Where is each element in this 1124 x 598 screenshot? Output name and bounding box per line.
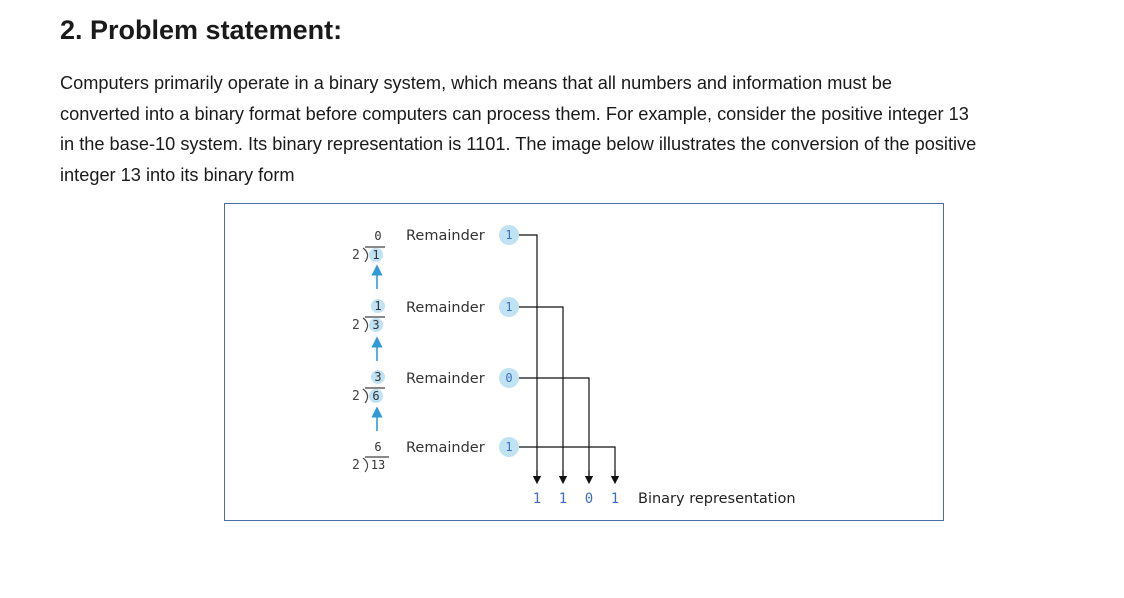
binary-digit: 1 (611, 491, 619, 507)
connector-line (519, 446, 616, 476)
paragraph-line: in the base-10 system. Its binary repres… (60, 134, 977, 154)
quotient: 3 (374, 370, 381, 384)
division-bracket (362, 317, 369, 333)
remainder-label: Remainder (406, 300, 485, 316)
paragraph-line: Computers primarily operate in a binary … (60, 73, 892, 93)
quotient-bubble (371, 370, 385, 384)
remainder-label: Remainder (406, 440, 485, 456)
divisor: 2 (352, 458, 360, 473)
division-bracket (362, 457, 369, 473)
paragraph-line: converted into a binary format before co… (60, 103, 969, 124)
dividend: 3 (372, 318, 379, 332)
connector-line (519, 306, 564, 476)
division-bracket (362, 388, 369, 404)
remainder-digit: 1 (505, 228, 512, 242)
remainder-digit: 1 (505, 440, 512, 454)
remainder-bubble (499, 437, 519, 457)
paragraph-line: integer 13 into its binary form (60, 164, 295, 185)
division-diagram: 2 1 0 Remainder 1 2 3 1 Remainder 1 2 (352, 225, 796, 507)
dividend-bubble (369, 318, 383, 332)
divisor: 2 (352, 248, 360, 263)
dividend: 1 (372, 248, 379, 262)
remainder-connectors (519, 234, 616, 476)
divisor: 2 (352, 318, 360, 333)
dividend: 6 (372, 389, 379, 403)
binary-digit: 1 (533, 491, 541, 507)
division-step: 2 6 3 Remainder 0 (352, 368, 519, 404)
dividend: 13 (371, 458, 385, 472)
remainder-digit: 1 (505, 300, 512, 314)
binary-digit: 0 (585, 491, 593, 507)
binary-digit: 1 (559, 491, 567, 507)
remainder-bubble (499, 368, 519, 388)
section-heading: 2. Problem statement: (60, 15, 343, 45)
dividend-bubble (369, 248, 383, 262)
division-step: 2 1 0 Remainder 1 (352, 225, 519, 263)
remainder-bubble (499, 225, 519, 245)
division-step: 2 3 1 Remainder 1 (352, 297, 519, 333)
remainder-digit: 0 (505, 371, 512, 385)
quotient: 1 (374, 299, 381, 313)
binary-result: 1 1 0 1 Binary representation (533, 491, 796, 507)
connector-line (519, 377, 590, 476)
quotient: 0 (374, 229, 381, 243)
remainder-label: Remainder (406, 371, 485, 387)
division-step: 2 13 6 Remainder 1 (352, 437, 519, 473)
dividend-bubble (369, 389, 383, 403)
quotient: 6 (374, 440, 381, 454)
quotient-bubble (371, 299, 385, 313)
down-arrows (532, 470, 620, 485)
connector-line (519, 234, 538, 476)
remainder-label: Remainder (406, 228, 485, 244)
problem-paragraph: Computers primarily operate in a binary … (60, 68, 1110, 190)
binary-representation-label: Binary representation (638, 491, 796, 507)
divisor: 2 (352, 389, 360, 404)
division-bracket (362, 247, 369, 263)
binary-conversion-figure: 2 1 0 Remainder 1 2 3 1 Remainder 1 2 (224, 203, 944, 521)
remainder-bubble (499, 297, 519, 317)
